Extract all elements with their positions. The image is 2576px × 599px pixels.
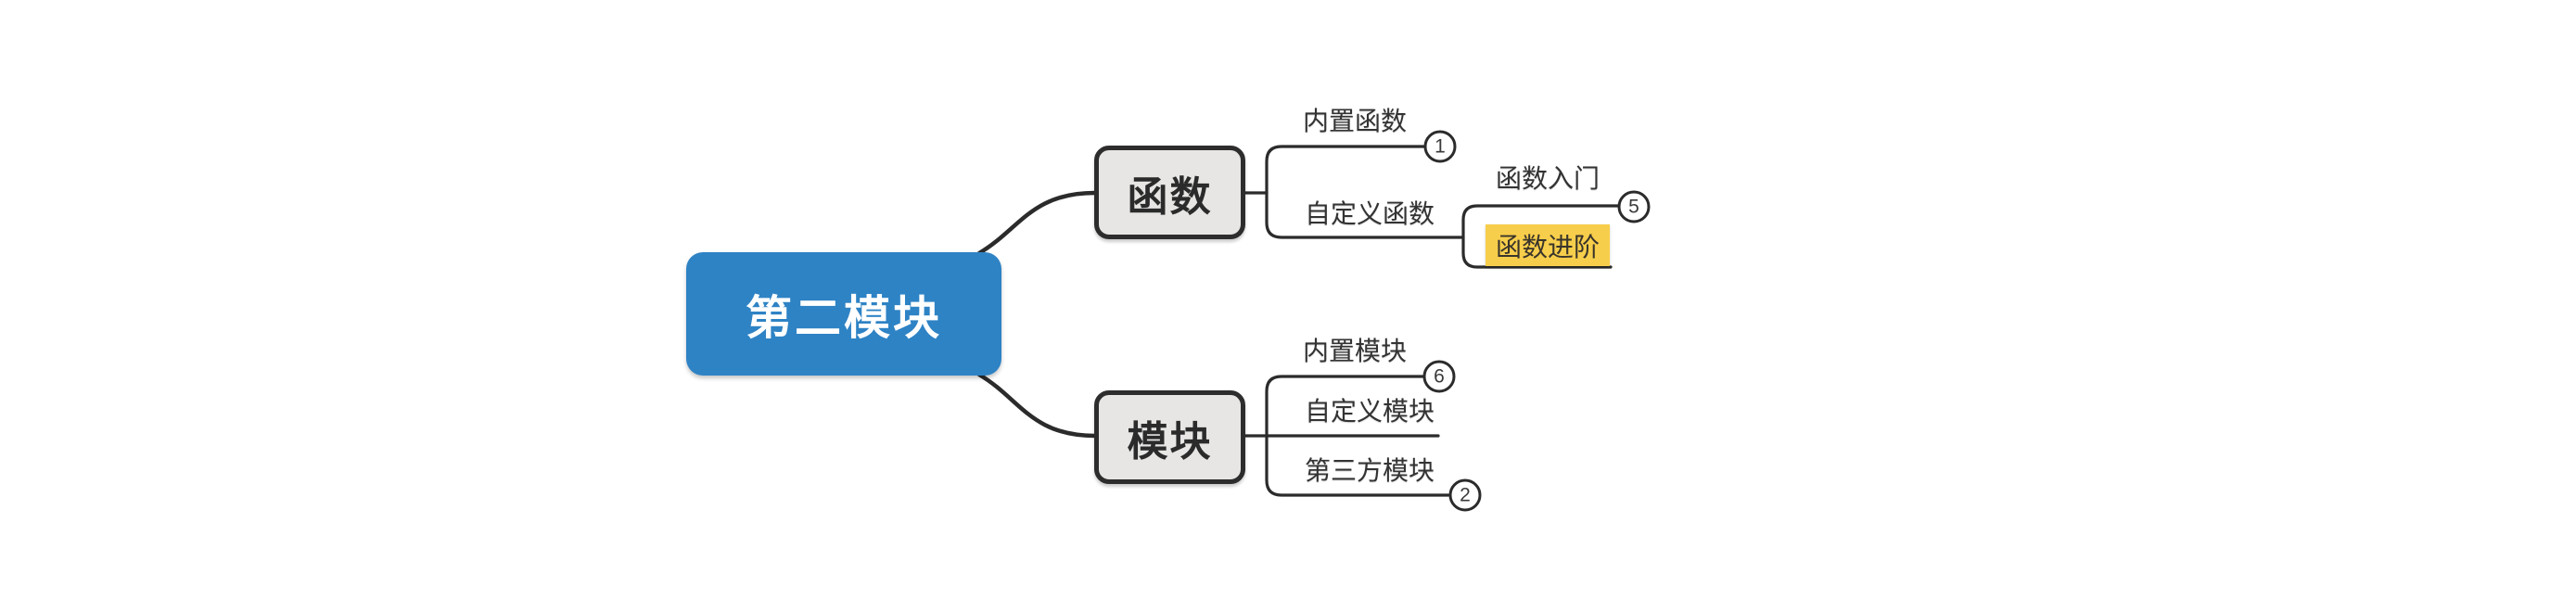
central-topic[interactable]: 第二模块	[686, 252, 1001, 376]
badge-built-in-modules[interactable]: 6	[1422, 360, 1456, 393]
topic-modules[interactable]: 模块	[1094, 390, 1245, 484]
subtopic-built-in-functions[interactable]: 内置函数	[1303, 107, 1408, 135]
badge-number: 2	[1460, 484, 1471, 505]
connector-root-to-modules	[976, 372, 1098, 439]
subtopic-custom-functions[interactable]: 自定义函数	[1305, 199, 1435, 228]
subtopic-built-in-modules[interactable]: 内置模块	[1303, 337, 1408, 365]
badge-third-party-modules[interactable]: 2	[1448, 478, 1482, 512]
subtopic-function-basics[interactable]: 函数入门	[1496, 164, 1600, 193]
topic-functions[interactable]: 函数	[1094, 146, 1245, 239]
badge-function-basics[interactable]: 5	[1617, 190, 1651, 223]
connector-custom-functions-bracket	[1461, 204, 1621, 269]
connector-root-to-functions	[976, 190, 1098, 256]
badge-built-in-functions[interactable]: 1	[1423, 130, 1457, 163]
connector-functions-bracket	[1265, 145, 1465, 239]
badge-number: 6	[1434, 365, 1445, 387]
subtopic-function-advanced[interactable]: 函数进阶	[1486, 224, 1610, 266]
topic-modules-label: 模块	[1127, 418, 1213, 465]
central-topic-label: 第二模块	[746, 291, 942, 344]
connector-modules-bracket	[1265, 375, 1450, 497]
badge-number: 1	[1435, 135, 1446, 157]
subtopic-custom-modules[interactable]: 自定义模块	[1305, 397, 1435, 426]
topic-functions-label: 函数	[1127, 173, 1213, 220]
subtopic-third-party-modules[interactable]: 第三方模块	[1305, 456, 1435, 485]
badge-number: 5	[1628, 196, 1639, 217]
